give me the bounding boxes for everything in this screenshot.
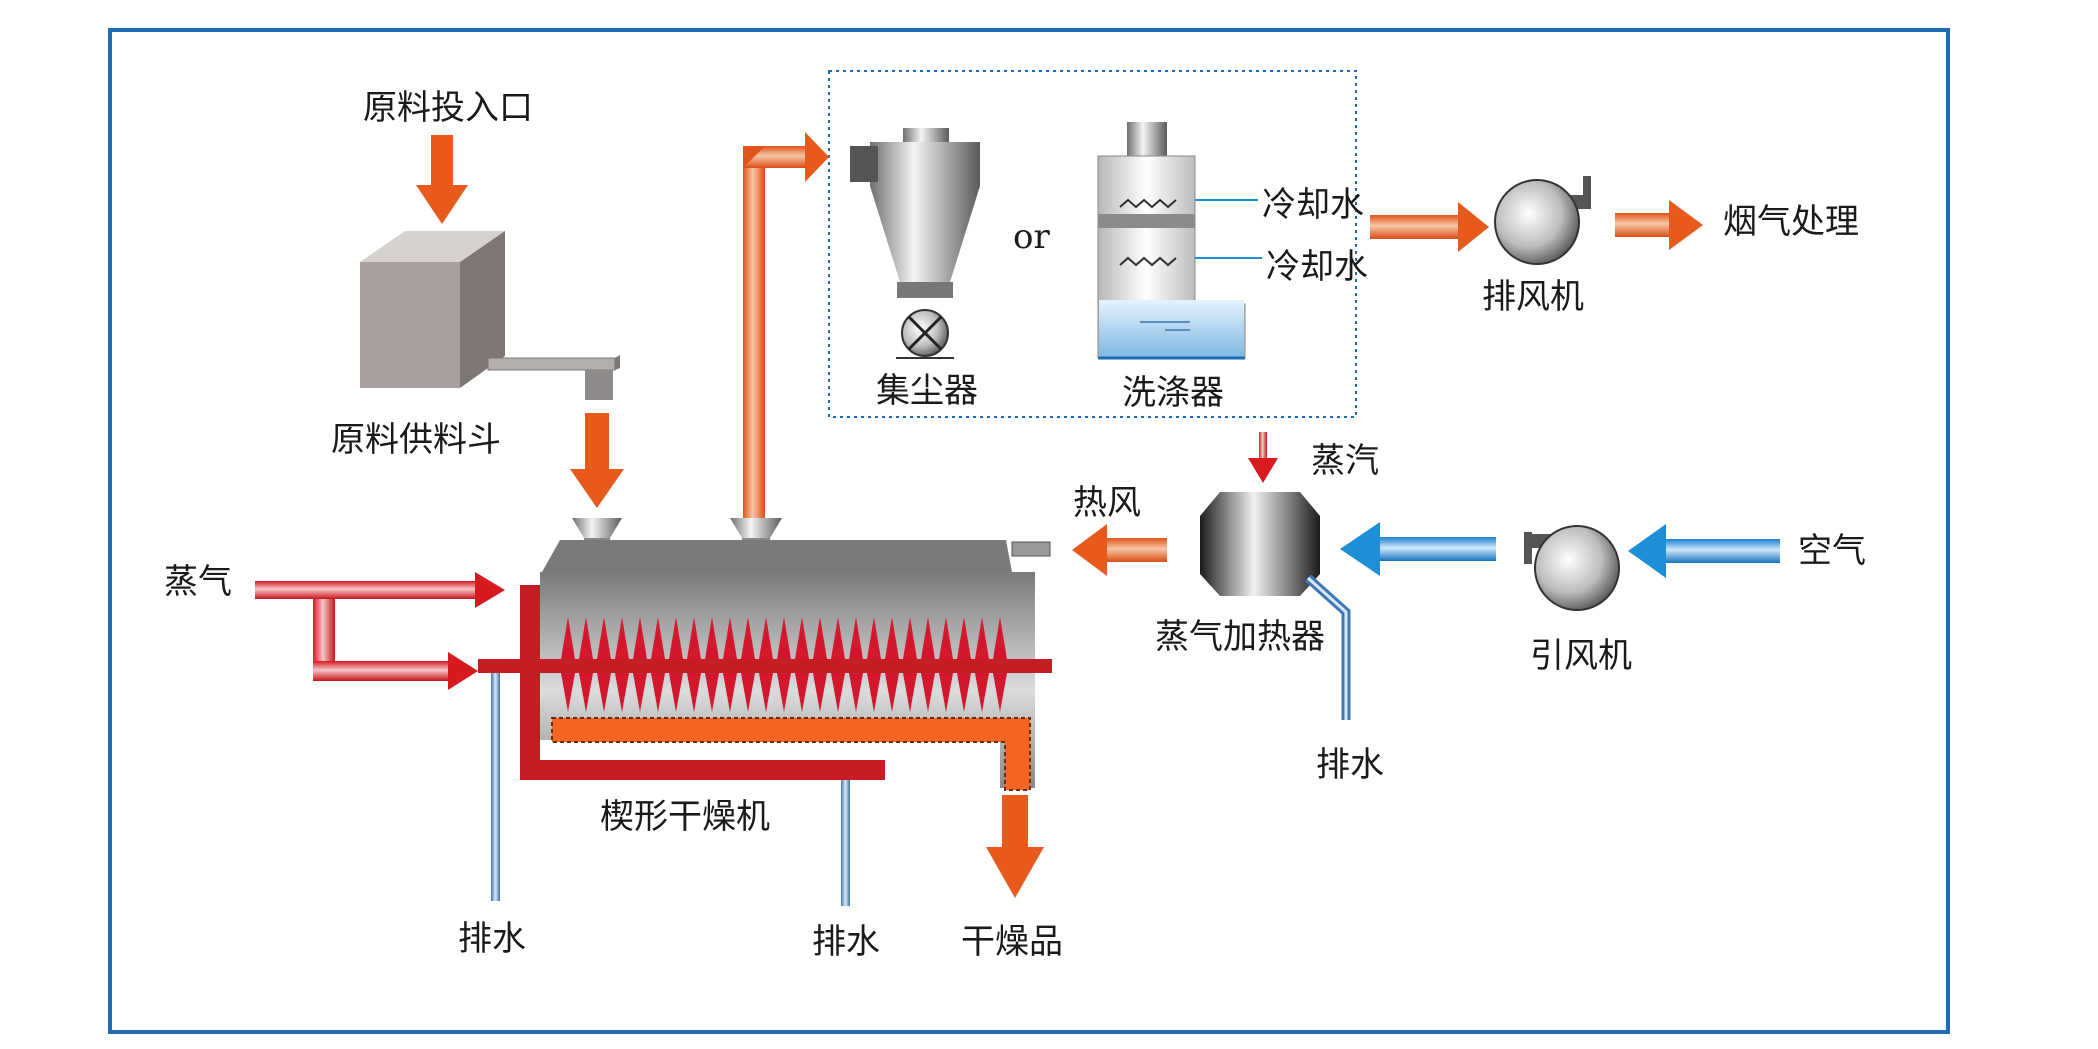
- cooling-water-label-1: 冷却水: [1262, 185, 1364, 225]
- drain-pipe-mid: [841, 780, 850, 906]
- dryer-tooth-upper: [795, 617, 809, 659]
- exhaust-fan-label: 排风机: [1482, 277, 1584, 317]
- exhaust-duct: [743, 132, 829, 518]
- dryer-tooth-upper: [615, 617, 629, 659]
- induced-fan-label: 引风机: [1530, 636, 1632, 676]
- dryer-tooth-lower: [975, 673, 989, 712]
- dryer-tooth-lower: [795, 673, 809, 712]
- wedge-dryer: [478, 518, 1052, 791]
- raw-hopper: [360, 231, 620, 400]
- dryer-tooth-lower: [885, 673, 899, 712]
- dryer-tooth-upper: [975, 617, 989, 659]
- or-label: or: [1013, 217, 1050, 257]
- dryer-tooth-lower: [957, 673, 971, 712]
- dried-product-label: 干燥品: [961, 922, 1063, 962]
- steam-inlet-arrows: [255, 572, 505, 690]
- flue-gas-label: 烟气处理: [1723, 202, 1859, 242]
- dryer-tooth-lower: [831, 673, 845, 712]
- dryer-tooth-lower: [921, 673, 935, 712]
- dryer-tooth-upper: [741, 617, 755, 659]
- dryer-tooth-lower: [651, 673, 665, 712]
- dryer-tooth-lower: [597, 673, 611, 712]
- dryer-tooth-lower: [813, 673, 827, 712]
- dryer-tooth-lower: [633, 673, 647, 712]
- dryer-tooth-upper: [921, 617, 935, 659]
- dryer-tooth-lower: [939, 673, 953, 712]
- air-label: 空气: [1798, 531, 1866, 571]
- raw-hopper-label: 原料供料斗: [331, 420, 501, 460]
- dryer-tooth-upper: [867, 617, 881, 659]
- dryer-tooth-lower: [867, 673, 881, 712]
- dryer-label: 楔形干燥机: [600, 797, 770, 837]
- dryer-tooth-upper: [597, 617, 611, 659]
- dryer-tooth-upper: [777, 617, 791, 659]
- dryer-tooth-upper: [831, 617, 845, 659]
- dryer-tooth-upper: [669, 617, 683, 659]
- dryer-tooth-upper: [705, 617, 719, 659]
- dryer-tooth-lower: [759, 673, 773, 712]
- cooling-water-label-2: 冷却水: [1266, 247, 1368, 287]
- dryer-tooth-upper: [579, 617, 593, 659]
- dryer-tooth-lower: [687, 673, 701, 712]
- dryer-tooth-lower: [777, 673, 791, 712]
- drain-left-label: 排水: [458, 919, 526, 959]
- dust-collector-label: 集尘器: [876, 371, 978, 411]
- dryer-tooth-lower: [849, 673, 863, 712]
- heater-drain-label: 排水: [1316, 745, 1384, 785]
- dryer-tooth-upper: [651, 617, 665, 659]
- steam-left-label: 蒸气: [164, 562, 232, 602]
- dryer-tooth-upper: [561, 617, 575, 659]
- dryer-tooth-lower: [903, 673, 917, 712]
- to-flue-arrow: [1615, 200, 1703, 250]
- dryer-tooth-upper: [903, 617, 917, 659]
- hopper-feed-arrow: [570, 413, 624, 508]
- dryer-tooth-lower: [741, 673, 755, 712]
- dryer-tooth-lower: [579, 673, 593, 712]
- to-exhaust-fan-arrow: [1370, 202, 1489, 252]
- drain-pipe-left: [491, 673, 500, 901]
- dryer-tooth-lower: [561, 673, 575, 712]
- dried-product-arrow: [986, 795, 1044, 898]
- air-to-heater-arrow: [1340, 522, 1496, 576]
- dryer-tooth-upper: [939, 617, 953, 659]
- drain-mid-label: 排水: [812, 922, 880, 962]
- dryer-tooth-lower: [705, 673, 719, 712]
- dryer-tooth-lower: [993, 673, 1007, 712]
- induced-fan: [1524, 525, 1620, 611]
- dryer-tooth-upper: [687, 617, 701, 659]
- heater-drain-pipe: [1304, 574, 1351, 720]
- diagram-frame: [108, 28, 1950, 1034]
- air-inlet-arrow: [1628, 524, 1780, 578]
- dust-collector: [850, 128, 980, 359]
- hot-air-label: 热风: [1073, 483, 1141, 523]
- steam-heater-label: 蒸气加热器: [1155, 617, 1325, 657]
- hot-air-arrow: [1072, 524, 1167, 576]
- dryer-tooth-lower: [723, 673, 737, 712]
- gas-treatment-box: [828, 70, 1357, 418]
- dryer-tooth-upper: [885, 617, 899, 659]
- scrubber: [1097, 122, 1262, 360]
- dryer-tooth-upper: [849, 617, 863, 659]
- dryer-tooth-lower: [669, 673, 683, 712]
- dryer-tooth-upper: [633, 617, 647, 659]
- dryer-tooth-upper: [957, 617, 971, 659]
- scrubber-label: 洗涤器: [1122, 373, 1224, 413]
- raw-inlet-arrow: [416, 135, 468, 224]
- dryer-tooth-upper: [723, 617, 737, 659]
- steam-vapor-arrow: [1248, 432, 1278, 483]
- dryer-tooth-upper: [813, 617, 827, 659]
- steam-vapor-label: 蒸汽: [1311, 441, 1379, 481]
- exhaust-fan: [1494, 176, 1591, 265]
- raw-inlet-label: 原料投入口: [363, 88, 533, 128]
- dryer-tooth-upper: [993, 617, 1007, 659]
- dryer-tooth-upper: [759, 617, 773, 659]
- steam-heater: [1200, 492, 1320, 596]
- dryer-tooth-lower: [615, 673, 629, 712]
